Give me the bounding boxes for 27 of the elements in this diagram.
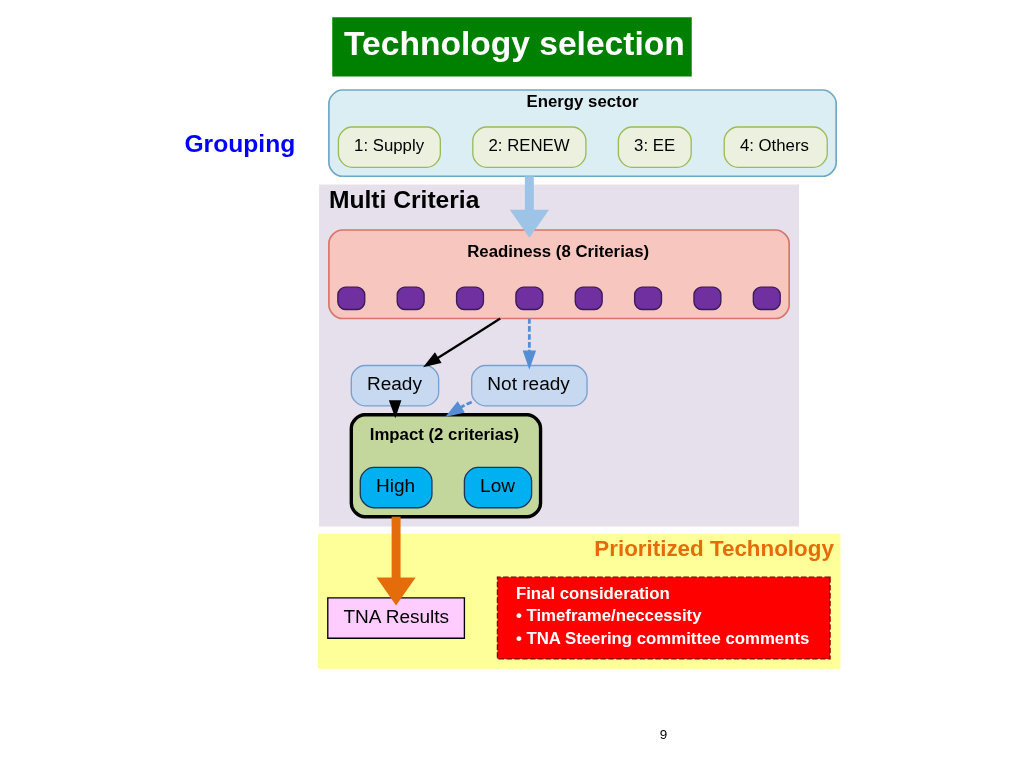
- label: 9: [659, 726, 668, 742]
- arrow: [388, 400, 402, 419]
- node-box: Final consideration • Timeframe/neccessity • TNA Steering committee comments: [496, 576, 831, 660]
- node-box: 4: Others: [723, 126, 828, 168]
- node-box: [574, 286, 603, 311]
- node-box: [396, 286, 425, 311]
- node-box: [455, 286, 485, 311]
- label: Grouping: [184, 130, 296, 158]
- node-box: Not ready: [471, 364, 588, 407]
- arrow: [522, 318, 537, 370]
- diagram-title: Technology selection: [344, 24, 685, 62]
- arrow: [376, 516, 416, 606]
- node-box: 2: RENEW: [472, 126, 587, 168]
- arrow: [509, 176, 549, 238]
- node-box: TNA Results: [327, 597, 466, 639]
- node-box: [515, 286, 544, 311]
- node-box: [633, 286, 663, 311]
- node-box: 3: EE: [617, 126, 692, 168]
- node-box: 1: Supply: [337, 126, 441, 168]
- arrow: [445, 400, 473, 418]
- node-box: High: [359, 466, 433, 509]
- arrow: [423, 317, 501, 368]
- node-box: Low: [463, 466, 533, 509]
- cluster: Readiness (8 Criterias): [328, 229, 790, 320]
- node-box: [693, 286, 722, 311]
- node-box: [337, 286, 366, 311]
- node-box: [752, 286, 781, 311]
